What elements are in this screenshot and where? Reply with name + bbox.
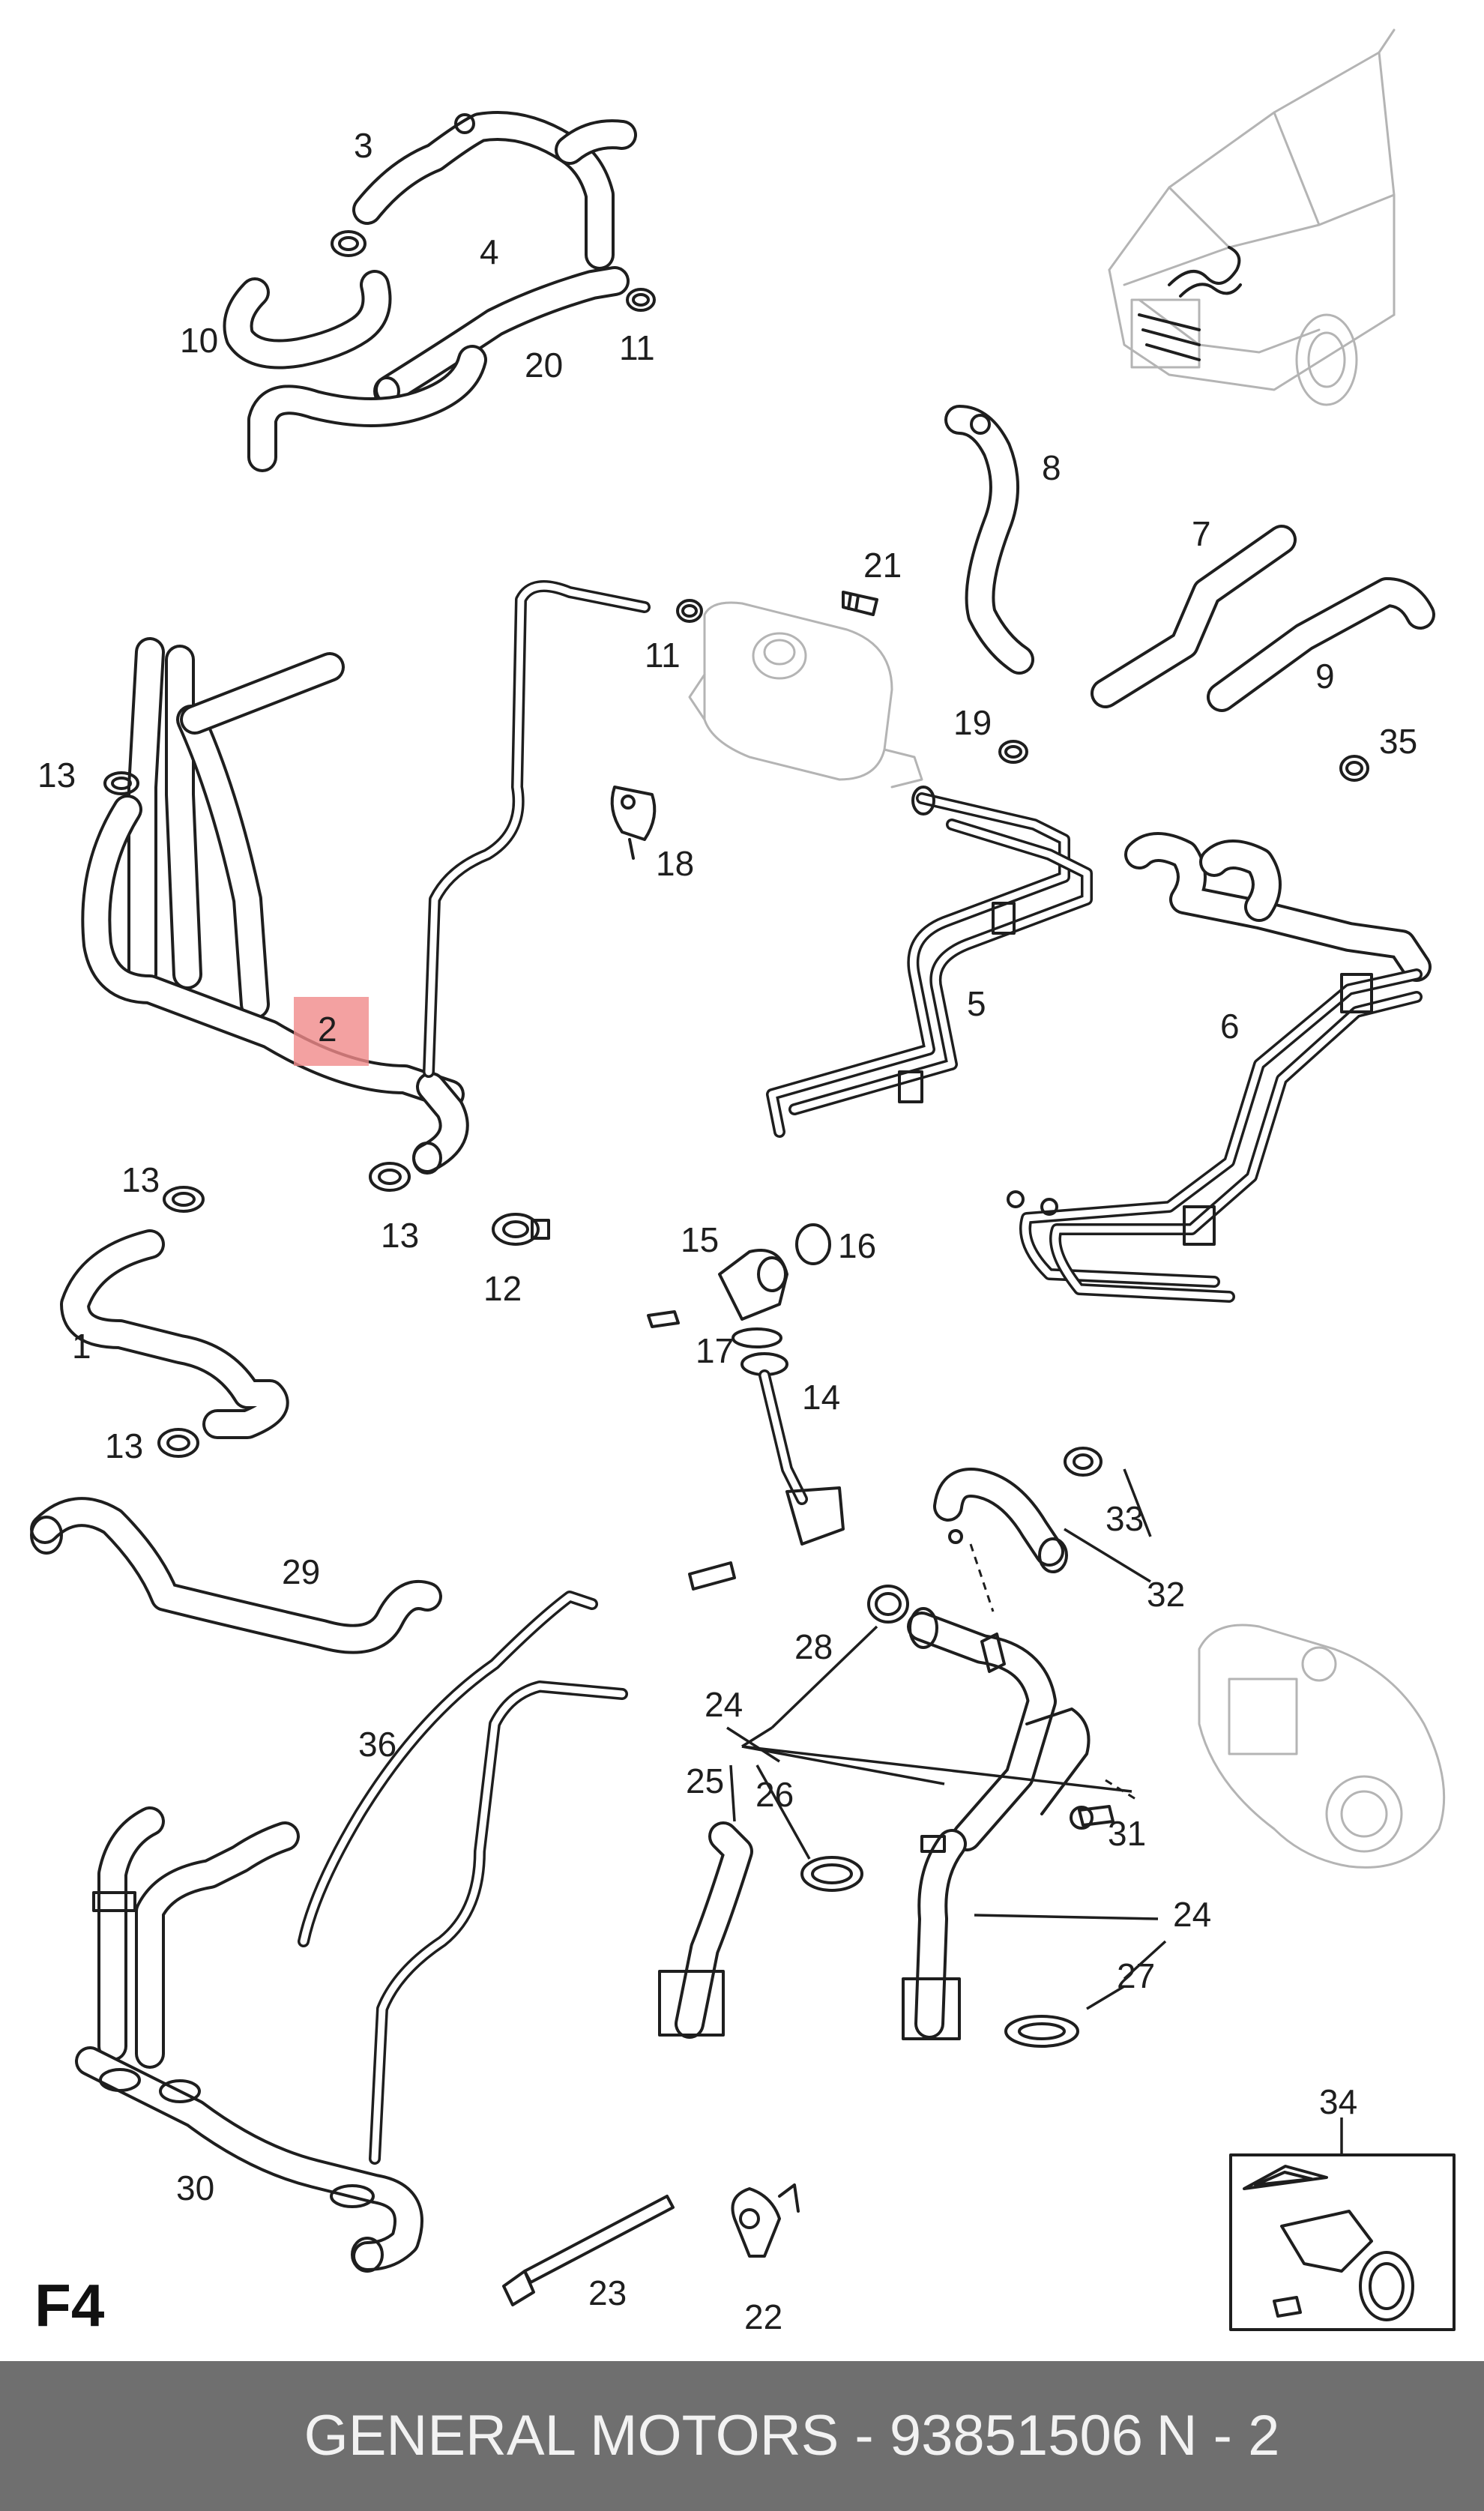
label-3: 3 — [354, 126, 373, 165]
page-code: F4 — [34, 2272, 105, 2339]
label-33: 33 — [1106, 1499, 1144, 1538]
footer-title: GENERAL MOTORS - 93851506 — [304, 2404, 1143, 2468]
label-27: 27 — [1117, 1956, 1155, 1995]
part-14-pipe — [688, 1352, 845, 1591]
label-25: 25 — [686, 1761, 724, 1800]
label-14: 14 — [802, 1378, 840, 1417]
label-17: 17 — [696, 1331, 734, 1370]
label-35: 35 — [1379, 722, 1417, 761]
clamp-near-3 — [331, 230, 367, 257]
label-31: 31 — [1108, 1814, 1146, 1853]
clip-22 — [731, 2183, 800, 2258]
label-20: 20 — [525, 346, 563, 385]
label-16: 16 — [838, 1226, 876, 1265]
label-29: 29 — [282, 1552, 320, 1591]
part-36-tube — [298, 1591, 628, 2165]
clamp-12 — [492, 1213, 550, 1246]
part-20-hose — [247, 345, 487, 472]
part-28-oring — [867, 1585, 909, 1624]
part-2-hose-assembly — [81, 580, 651, 1175]
turbo-ghost — [1198, 1624, 1446, 1869]
label-26: 26 — [755, 1775, 794, 1814]
vehicle-sketch — [1108, 28, 1396, 406]
part-17-oring — [732, 1327, 782, 1348]
part-6-pipe — [1007, 832, 1432, 1303]
footer-bar: GENERAL MOTORS - 93851506 N - 2 — [0, 2361, 1484, 2511]
label-12: 12 — [483, 1269, 522, 1308]
part-32-hose — [933, 1468, 1068, 1573]
highlight-2 — [294, 997, 369, 1066]
label-23: 23 — [588, 2273, 627, 2312]
label-32: 32 — [1147, 1575, 1185, 1614]
label-13-a: 13 — [37, 756, 76, 795]
part-29-hose — [30, 1497, 442, 1654]
clamp-13-mid — [369, 1162, 411, 1192]
part-30-hose-assembly — [75, 1806, 423, 2273]
clamp-26 — [800, 1856, 863, 1892]
bolt-31 — [1070, 1805, 1114, 1830]
part-34-inset — [1229, 2153, 1456, 2331]
label-9: 9 — [1315, 657, 1335, 696]
label-13-d: 13 — [105, 1426, 143, 1465]
part-4-hose — [373, 266, 630, 406]
label-30: 30 — [176, 2168, 214, 2207]
label-15: 15 — [681, 1220, 719, 1259]
label-24-b: 24 — [1173, 1895, 1211, 1934]
clamp-13-upper-left — [103, 771, 139, 795]
part-15-housing — [647, 1249, 788, 1328]
part-7-hose — [1091, 525, 1297, 708]
clamp-27 — [1004, 2015, 1079, 2048]
part-25-hose — [658, 1821, 753, 2039]
label-21: 21 — [863, 546, 902, 585]
label-24-a: 24 — [705, 1685, 743, 1724]
clamp-11-mid — [676, 599, 703, 623]
label-13-b: 13 — [121, 1160, 160, 1199]
label-22: 22 — [744, 2297, 782, 2336]
label-8: 8 — [1042, 448, 1061, 487]
label-34: 34 — [1319, 2082, 1357, 2121]
part-10-hose — [223, 270, 392, 370]
label-2: 2 — [318, 1010, 337, 1049]
part-18-clip — [610, 786, 657, 860]
label-11-mid: 11 — [645, 636, 681, 675]
clamp-19 — [998, 740, 1028, 764]
clamp-33 — [1064, 1447, 1103, 1477]
part-9-hose — [1207, 577, 1435, 712]
leader-lines — [726, 1468, 1343, 2155]
expansion-tank — [688, 601, 923, 789]
label-13-c: 13 — [381, 1216, 419, 1255]
label-1: 1 — [72, 1327, 91, 1366]
clamp-11-top — [626, 288, 656, 312]
clamp-13-left-lower — [157, 1428, 199, 1458]
label-36: 36 — [358, 1725, 396, 1764]
footer-page-number: N - 2 — [1156, 2404, 1280, 2468]
label-4: 4 — [480, 232, 499, 271]
part-3-hose — [352, 111, 637, 270]
clamp-13-left-upper — [163, 1186, 205, 1213]
label-11-top: 11 — [619, 328, 655, 367]
part-24-hose-lower — [902, 1829, 967, 2040]
bolt-23 — [502, 2195, 675, 2306]
label-6: 6 — [1220, 1007, 1240, 1046]
label-18: 18 — [656, 844, 694, 883]
label-28: 28 — [794, 1627, 833, 1666]
part-16-oring — [795, 1223, 831, 1265]
part-1-hose — [60, 1229, 289, 1439]
label-10: 10 — [180, 321, 218, 360]
callout-labels: 3 4 10 20 11 8 7 9 21 11 19 35 13 18 2 5… — [37, 126, 1417, 2336]
label-7: 7 — [1192, 514, 1211, 553]
label-19: 19 — [953, 703, 992, 742]
part-5-pipe — [766, 786, 1093, 1138]
part-21-fitting — [842, 591, 878, 616]
clamp-35 — [1339, 755, 1369, 782]
label-5: 5 — [967, 984, 986, 1023]
part-24-pipe-upper — [907, 1607, 1091, 1851]
part-8-hose — [944, 405, 1034, 675]
